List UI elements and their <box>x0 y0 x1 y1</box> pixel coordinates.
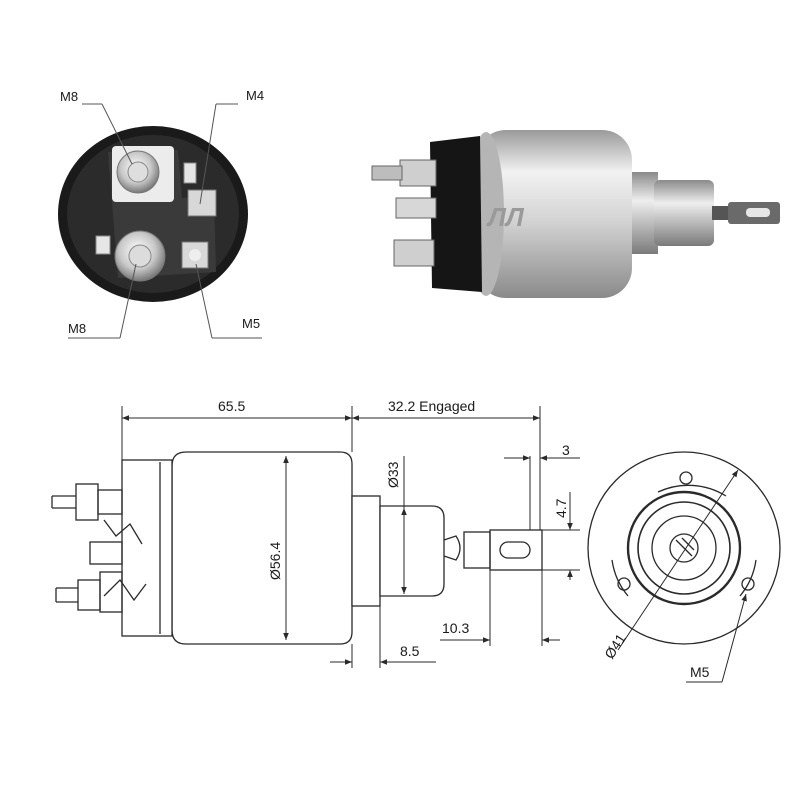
dim-body-diameter: Ø56.4 <box>267 542 283 580</box>
dim-tip-length: 10.3 <box>442 620 469 636</box>
flange-drawing <box>351 495 381 607</box>
front-outer-circle <box>587 451 781 645</box>
mount-hole-left <box>617 577 631 591</box>
side-elevation-drawing <box>51 451 543 645</box>
m4-terminal <box>187 189 217 217</box>
dimension-lines <box>121 406 580 668</box>
cap-outline <box>121 459 173 637</box>
mount-hole-top <box>679 471 693 485</box>
dim-flange-width: 8.5 <box>400 643 420 659</box>
photo-end-view: M8 M4 M8 M5 <box>58 88 264 339</box>
black-end-cap <box>430 136 482 292</box>
label-m8-bottom: M8 <box>68 321 86 336</box>
photo-side-view: ЛЛ <box>371 130 780 298</box>
dim-mount-thread: M5 <box>690 664 710 680</box>
dim-plunger-diameter: Ø33 <box>385 461 401 488</box>
plunger-photo <box>654 180 714 246</box>
dim-engaged: 32.2 Engaged <box>388 398 475 414</box>
label-m8-top: M8 <box>60 89 78 104</box>
dim-tip-height: 4.7 <box>553 498 569 518</box>
front-plunger-circle <box>651 515 717 581</box>
label-m5: M5 <box>242 316 260 331</box>
m4-tab <box>183 162 197 184</box>
body-outline <box>171 451 353 645</box>
flange-photo <box>632 172 658 254</box>
front-flange-circle <box>626 490 742 606</box>
mount-hole-right <box>741 577 755 591</box>
brand-logo-watermark: ЛЛ <box>486 202 525 232</box>
tip-drawing <box>489 529 543 571</box>
dim-tip-width: 3 <box>562 442 570 458</box>
dim-mount-circle: Ø41 <box>601 631 629 662</box>
terminal-bottom-drawing <box>77 579 101 611</box>
front-tip-circle <box>669 533 699 563</box>
stud-m8-top <box>371 165 403 181</box>
terminal-top-drawing <box>75 483 99 521</box>
front-view-drawing <box>587 451 781 683</box>
dim-overall-length: 65.5 <box>218 398 245 414</box>
label-m4: M4 <box>246 88 264 103</box>
solenoid-body-photo <box>476 130 632 298</box>
plunger-drawing <box>379 505 445 597</box>
stud-m8-bottom <box>393 239 435 267</box>
